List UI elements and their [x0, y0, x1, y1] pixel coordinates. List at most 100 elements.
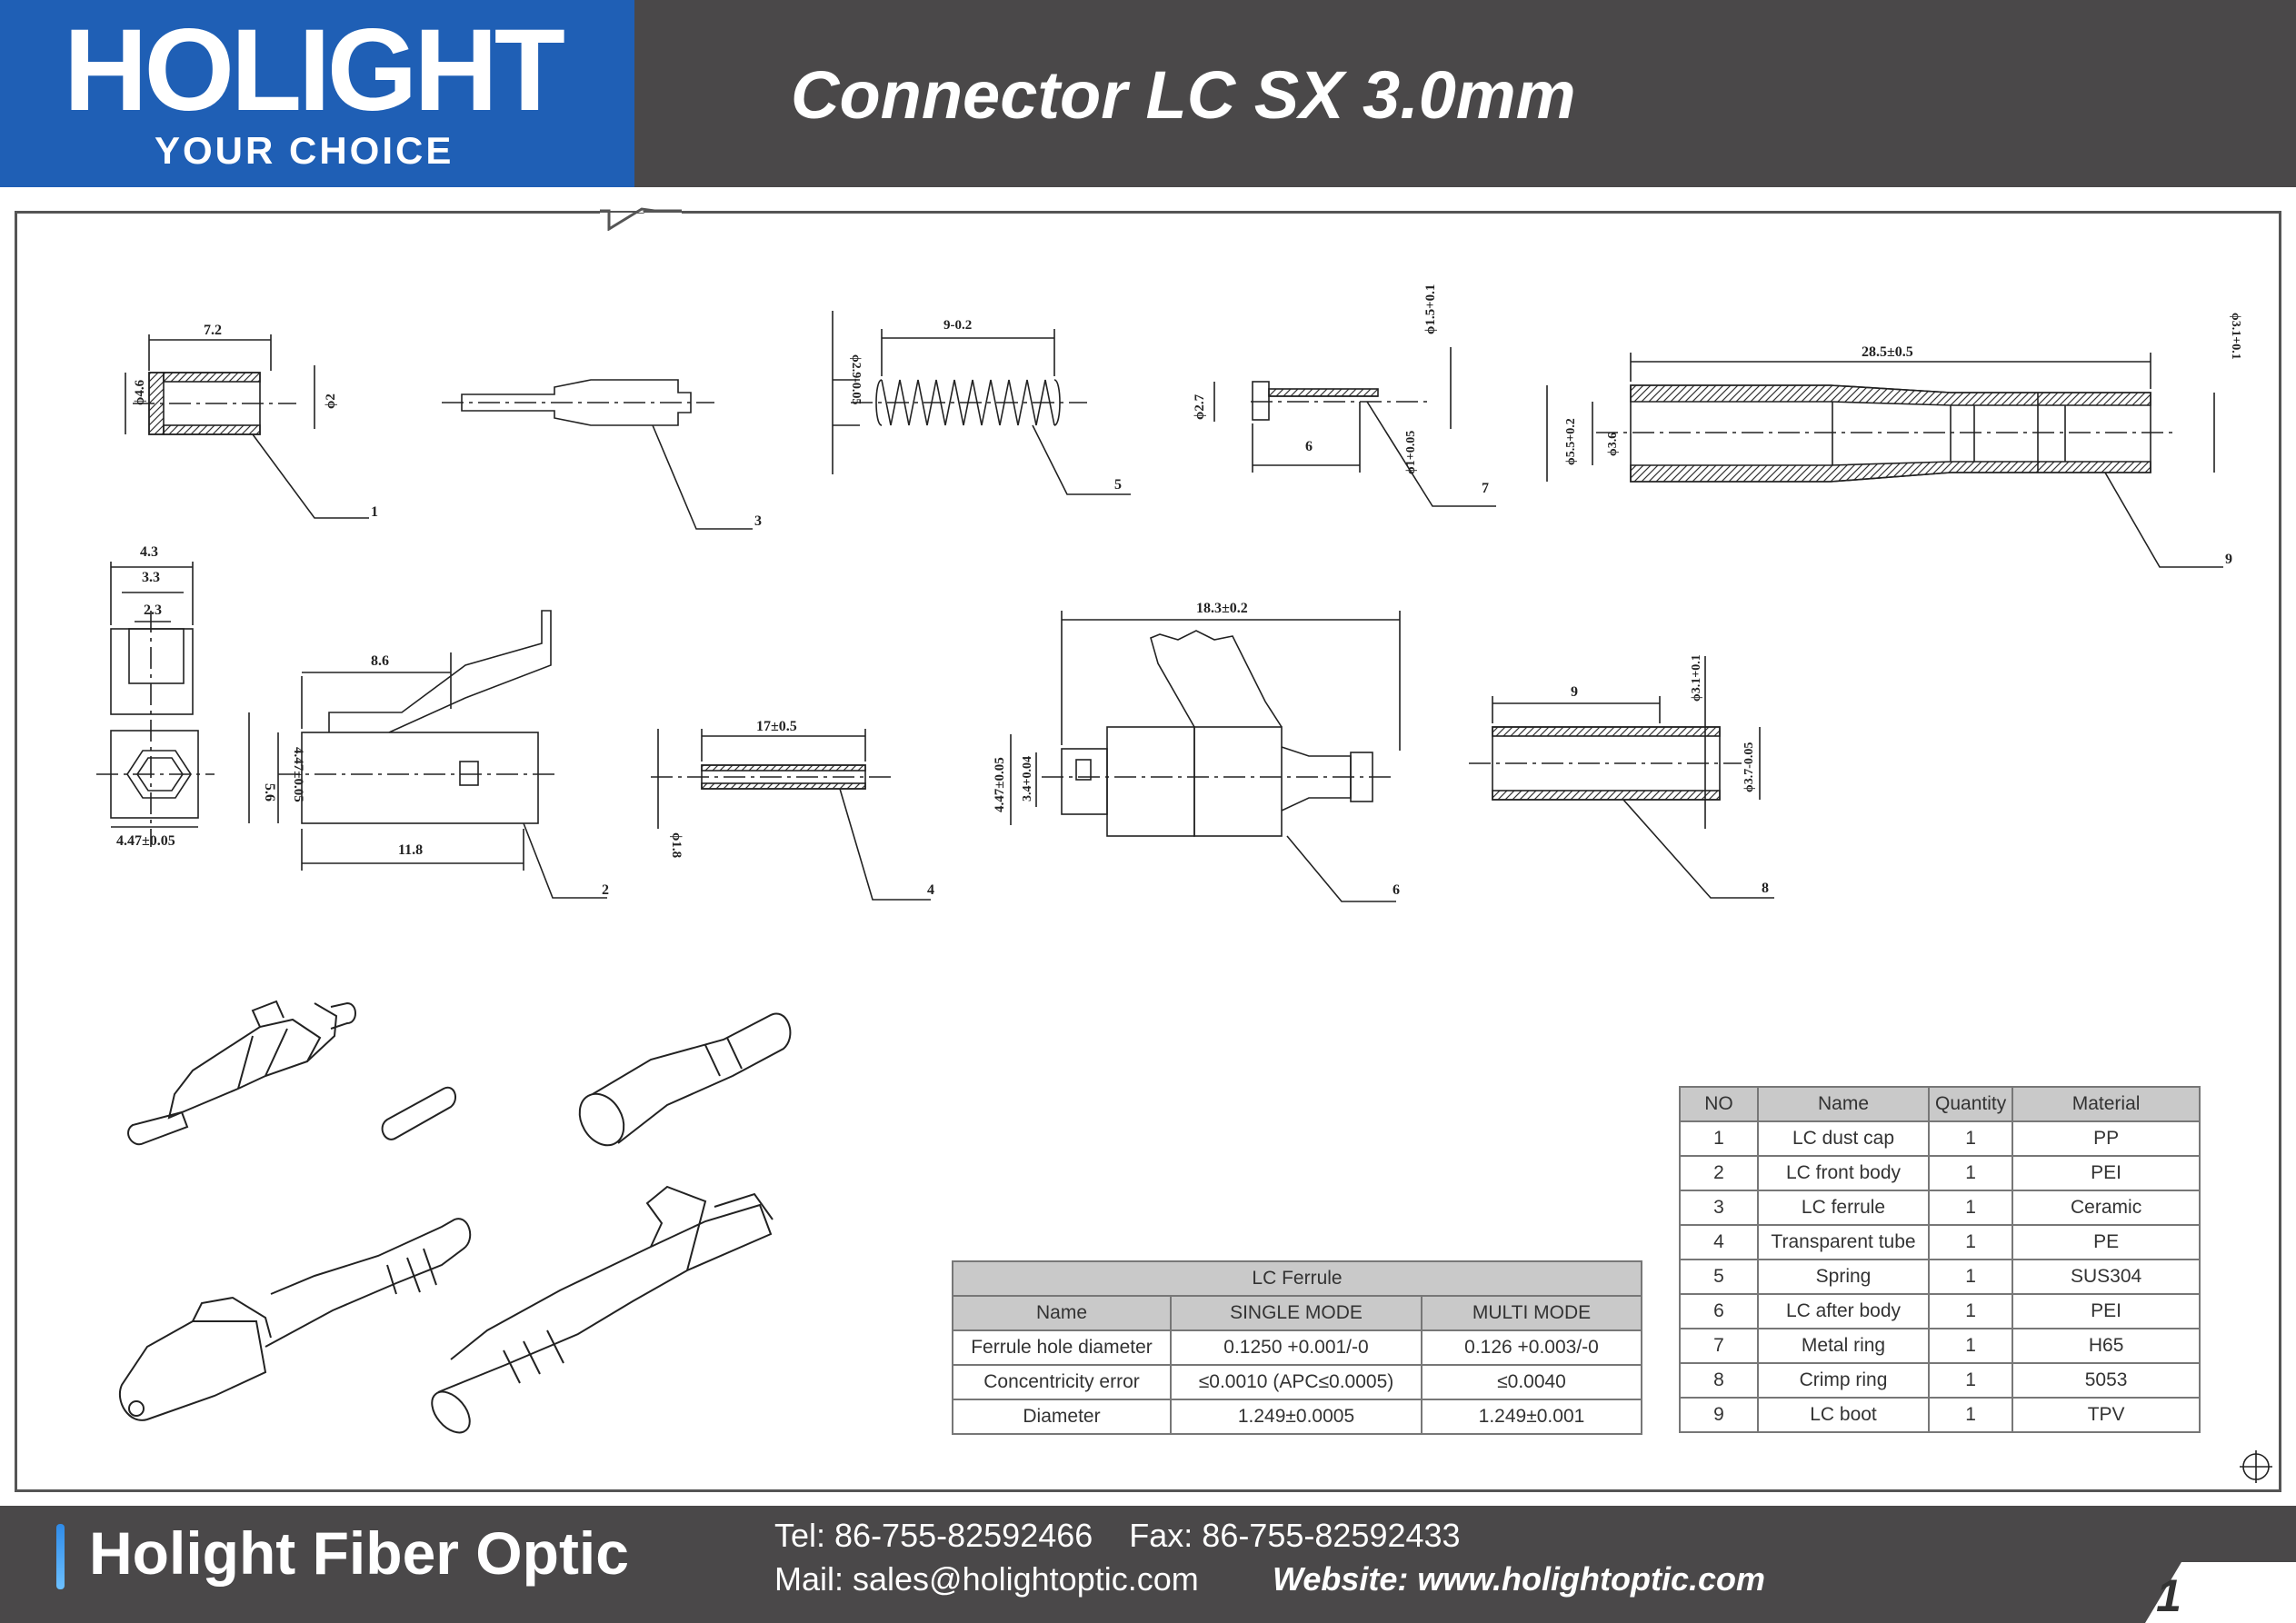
dim-label: ϕ5.5+0.2 [1564, 418, 1578, 465]
callout-number: 1 [371, 504, 378, 520]
table-cell: 1 [1927, 1259, 2014, 1295]
dim-label: 9-0.2 [943, 318, 972, 333]
table-cell: Concentricity error [952, 1364, 1172, 1400]
part-8-crimp-ring-drawing [1469, 656, 1774, 899]
logo-wordmark: HOLIGHT [64, 5, 565, 135]
dim-label: 4.47±0.05 [291, 747, 305, 802]
table-cell: LC dust cap [1757, 1120, 1930, 1157]
dim-label: ϕ3.6 [1606, 433, 1620, 456]
dim-label: ϕ4.6 [133, 379, 147, 405]
table-cell: Ceramic [2011, 1190, 2201, 1226]
callout-number: 5 [1114, 477, 1122, 493]
dim-label: ϕ2 [324, 393, 338, 409]
callout-number: 6 [1393, 882, 1400, 898]
table-cell: 1 [1679, 1120, 1759, 1157]
dim-label: ϕ1.5+0.1 [1423, 284, 1438, 334]
table-caption-row: LC Ferrule [952, 1260, 1642, 1297]
footer-website: Website: www.holightoptic.com [1273, 1560, 1766, 1598]
dim-label: 5.6 [262, 783, 277, 802]
isometric-sleeve-sketch [381, 1086, 457, 1140]
dim-label: 18.3±0.2 [1196, 601, 1248, 616]
dim-label: ϕ1+0.05 [1404, 431, 1418, 474]
table-cell: ≤0.0040 [1421, 1364, 1642, 1400]
dim-label: 4.47±0.05 [116, 833, 175, 849]
isometric-assembly-left-sketch [119, 1218, 472, 1421]
column-header: Name [952, 1295, 1172, 1331]
front-view-drawing [96, 562, 215, 847]
table-cell: H65 [2011, 1328, 2201, 1364]
drawing-frame [15, 211, 2281, 1492]
table-cell: 2 [1679, 1155, 1759, 1191]
part-2-front-body-drawing [248, 610, 607, 899]
dim-label: 17±0.5 [756, 719, 797, 734]
table-cell: 1.249±0.0005 [1170, 1399, 1423, 1435]
table-cell: 1 [1927, 1362, 2014, 1399]
page-footer: Holight Fiber Optic Tel: 86-755-82592466… [0, 1506, 2296, 1623]
dim-label: 8.6 [371, 653, 389, 669]
callout-number: 7 [1482, 481, 1489, 496]
technical-drawing: 7.2 ϕ4.6 ϕ2 1 3 9-0.2 ϕ2.9-0.05 5 ϕ1.5+0… [96, 284, 2272, 1483]
table-cell: Transparent tube [1757, 1224, 1930, 1260]
dim-label: 3.3 [142, 570, 160, 585]
part-1-dust-cap-drawing [125, 334, 369, 519]
dim-label: 3.4+0.04 [1021, 756, 1034, 802]
page-number-tab [2145, 1562, 2296, 1623]
dim-label: 4.3 [140, 544, 158, 560]
callout-number: 8 [1762, 881, 1769, 896]
footer-brand: Holight Fiber Optic [89, 1519, 629, 1587]
table-cell: Metal ring [1757, 1328, 1930, 1364]
table-cell: 1 [1927, 1190, 2014, 1226]
table-cell: PEI [2011, 1293, 2201, 1329]
page-title: Connector LC SX 3.0mm [791, 57, 1576, 133]
isometric-connector-sketch [127, 1000, 356, 1146]
part-9-boot-drawing [1546, 353, 2223, 568]
dim-label: ϕ3.7-0.05 [1742, 742, 1756, 792]
dim-label: 7.2 [204, 323, 222, 338]
ferrule-spec-table: LC Ferrule Name SINGLE MODE MULTI MODE F… [952, 1260, 1642, 1435]
table-cell: 0.126 +0.003/-0 [1421, 1329, 1642, 1366]
table-cell: 9 [1679, 1397, 1759, 1433]
table-cell: 7 [1679, 1328, 1759, 1364]
dim-label: 2.3 [144, 602, 162, 618]
dim-label: 4.47±0.05 [993, 757, 1007, 812]
table-cell: 1 [1927, 1328, 2014, 1364]
frame-notch [600, 207, 682, 231]
part-5-spring-drawing [832, 311, 1131, 495]
table-cell: PP [2011, 1120, 2201, 1157]
table-row: Diameter 1.249±0.0005 1.249±0.001 [952, 1399, 1642, 1435]
table-cell: LC front body [1757, 1155, 1930, 1191]
table-cell: 1.249±0.001 [1421, 1399, 1642, 1435]
table-cell: 1 [1927, 1224, 2014, 1260]
column-header: Material [2011, 1086, 2201, 1122]
table-cell: 1 [1927, 1397, 2014, 1433]
column-header: MULTI MODE [1421, 1295, 1642, 1331]
table-cell: 1 [1927, 1120, 2014, 1157]
dim-label: ϕ3.1+0.1 [1690, 654, 1703, 702]
footer-email: Mail: sales@holightoptic.com [774, 1560, 1199, 1598]
table-cell: LC boot [1757, 1397, 1930, 1433]
table-cell: Spring [1757, 1259, 1930, 1295]
table-cell: 8 [1679, 1362, 1759, 1399]
column-header: Name [1757, 1086, 1930, 1122]
footer-accent-bar [56, 1524, 65, 1589]
column-header: NO [1679, 1086, 1759, 1122]
page-header: HOLIGHT YOUR CHOICE Connector LC SX 3.0m… [0, 0, 2296, 187]
callout-number: 9 [2225, 552, 2232, 567]
table-header-row: NO Name Quantity Material [1679, 1086, 2201, 1122]
table-caption: LC Ferrule [952, 1260, 1642, 1297]
part-6-after-body-drawing [1010, 611, 1401, 902]
table-header-row: Name SINGLE MODE MULTI MODE [952, 1295, 1642, 1331]
table-row: Concentricity error ≤0.0010 (APC≤0.0005)… [952, 1364, 1642, 1400]
callout-number: 3 [754, 513, 762, 529]
dim-label: ϕ1.8 [669, 832, 684, 858]
dim-label: 11.8 [398, 842, 423, 858]
brand-logo: HOLIGHT YOUR CHOICE [0, 0, 634, 187]
